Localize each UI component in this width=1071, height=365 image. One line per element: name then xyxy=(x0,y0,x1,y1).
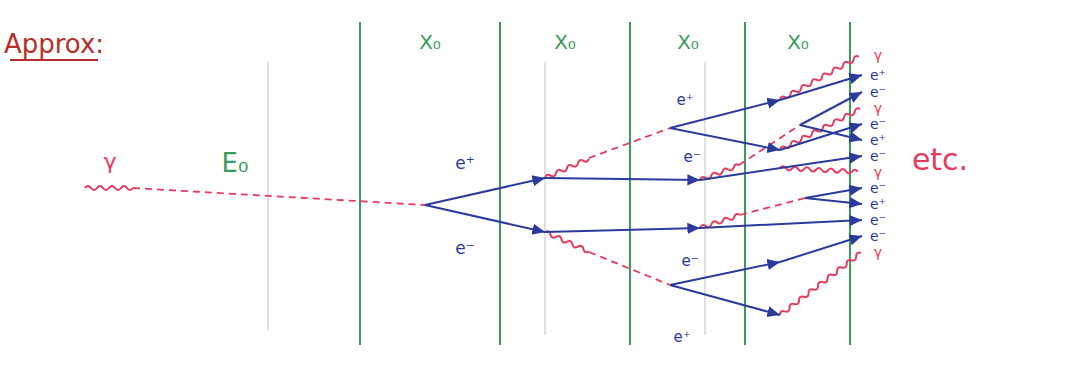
particle-label: e⁻ xyxy=(870,85,886,99)
particle-label: e⁻ xyxy=(683,150,700,165)
particle-label: e⁺ xyxy=(673,330,690,345)
particle-label: e⁺ xyxy=(455,155,474,172)
photon-label: γ xyxy=(874,245,882,259)
particle-label: e⁻ xyxy=(455,240,474,257)
photon-label: γ xyxy=(874,101,882,115)
heading: Approx: xyxy=(4,31,104,57)
particle-label: e⁺ xyxy=(870,197,886,211)
photon-label: γ xyxy=(874,165,882,179)
particle-label: e⁺ xyxy=(870,133,886,147)
particle-label: e⁻ xyxy=(870,213,886,227)
particle-tracks xyxy=(425,75,862,315)
faint-lines xyxy=(268,62,705,335)
photon-waves xyxy=(85,55,862,317)
particle-label: e⁺ xyxy=(676,93,693,108)
photon-label: γ xyxy=(103,151,116,173)
radiation-length-lines xyxy=(360,22,850,345)
photon-label: γ xyxy=(874,48,882,62)
length-label: X₀ xyxy=(419,32,441,52)
particle-label: e⁺ xyxy=(870,68,886,82)
heading-underline xyxy=(10,59,98,61)
particle-label: e⁻ xyxy=(870,117,886,131)
note: etc. xyxy=(912,145,968,175)
length-label: X₀ xyxy=(677,32,699,52)
length-label: X₀ xyxy=(554,32,576,52)
particle-label: e⁻ xyxy=(870,181,886,195)
particle-label: e⁻ xyxy=(870,149,886,163)
photon-paths xyxy=(133,125,805,285)
length-label: X₀ xyxy=(787,32,809,52)
particle-label: e⁻ xyxy=(870,229,886,243)
particle-label: e⁻ xyxy=(681,254,698,269)
energy-label: E₀ xyxy=(222,150,249,176)
